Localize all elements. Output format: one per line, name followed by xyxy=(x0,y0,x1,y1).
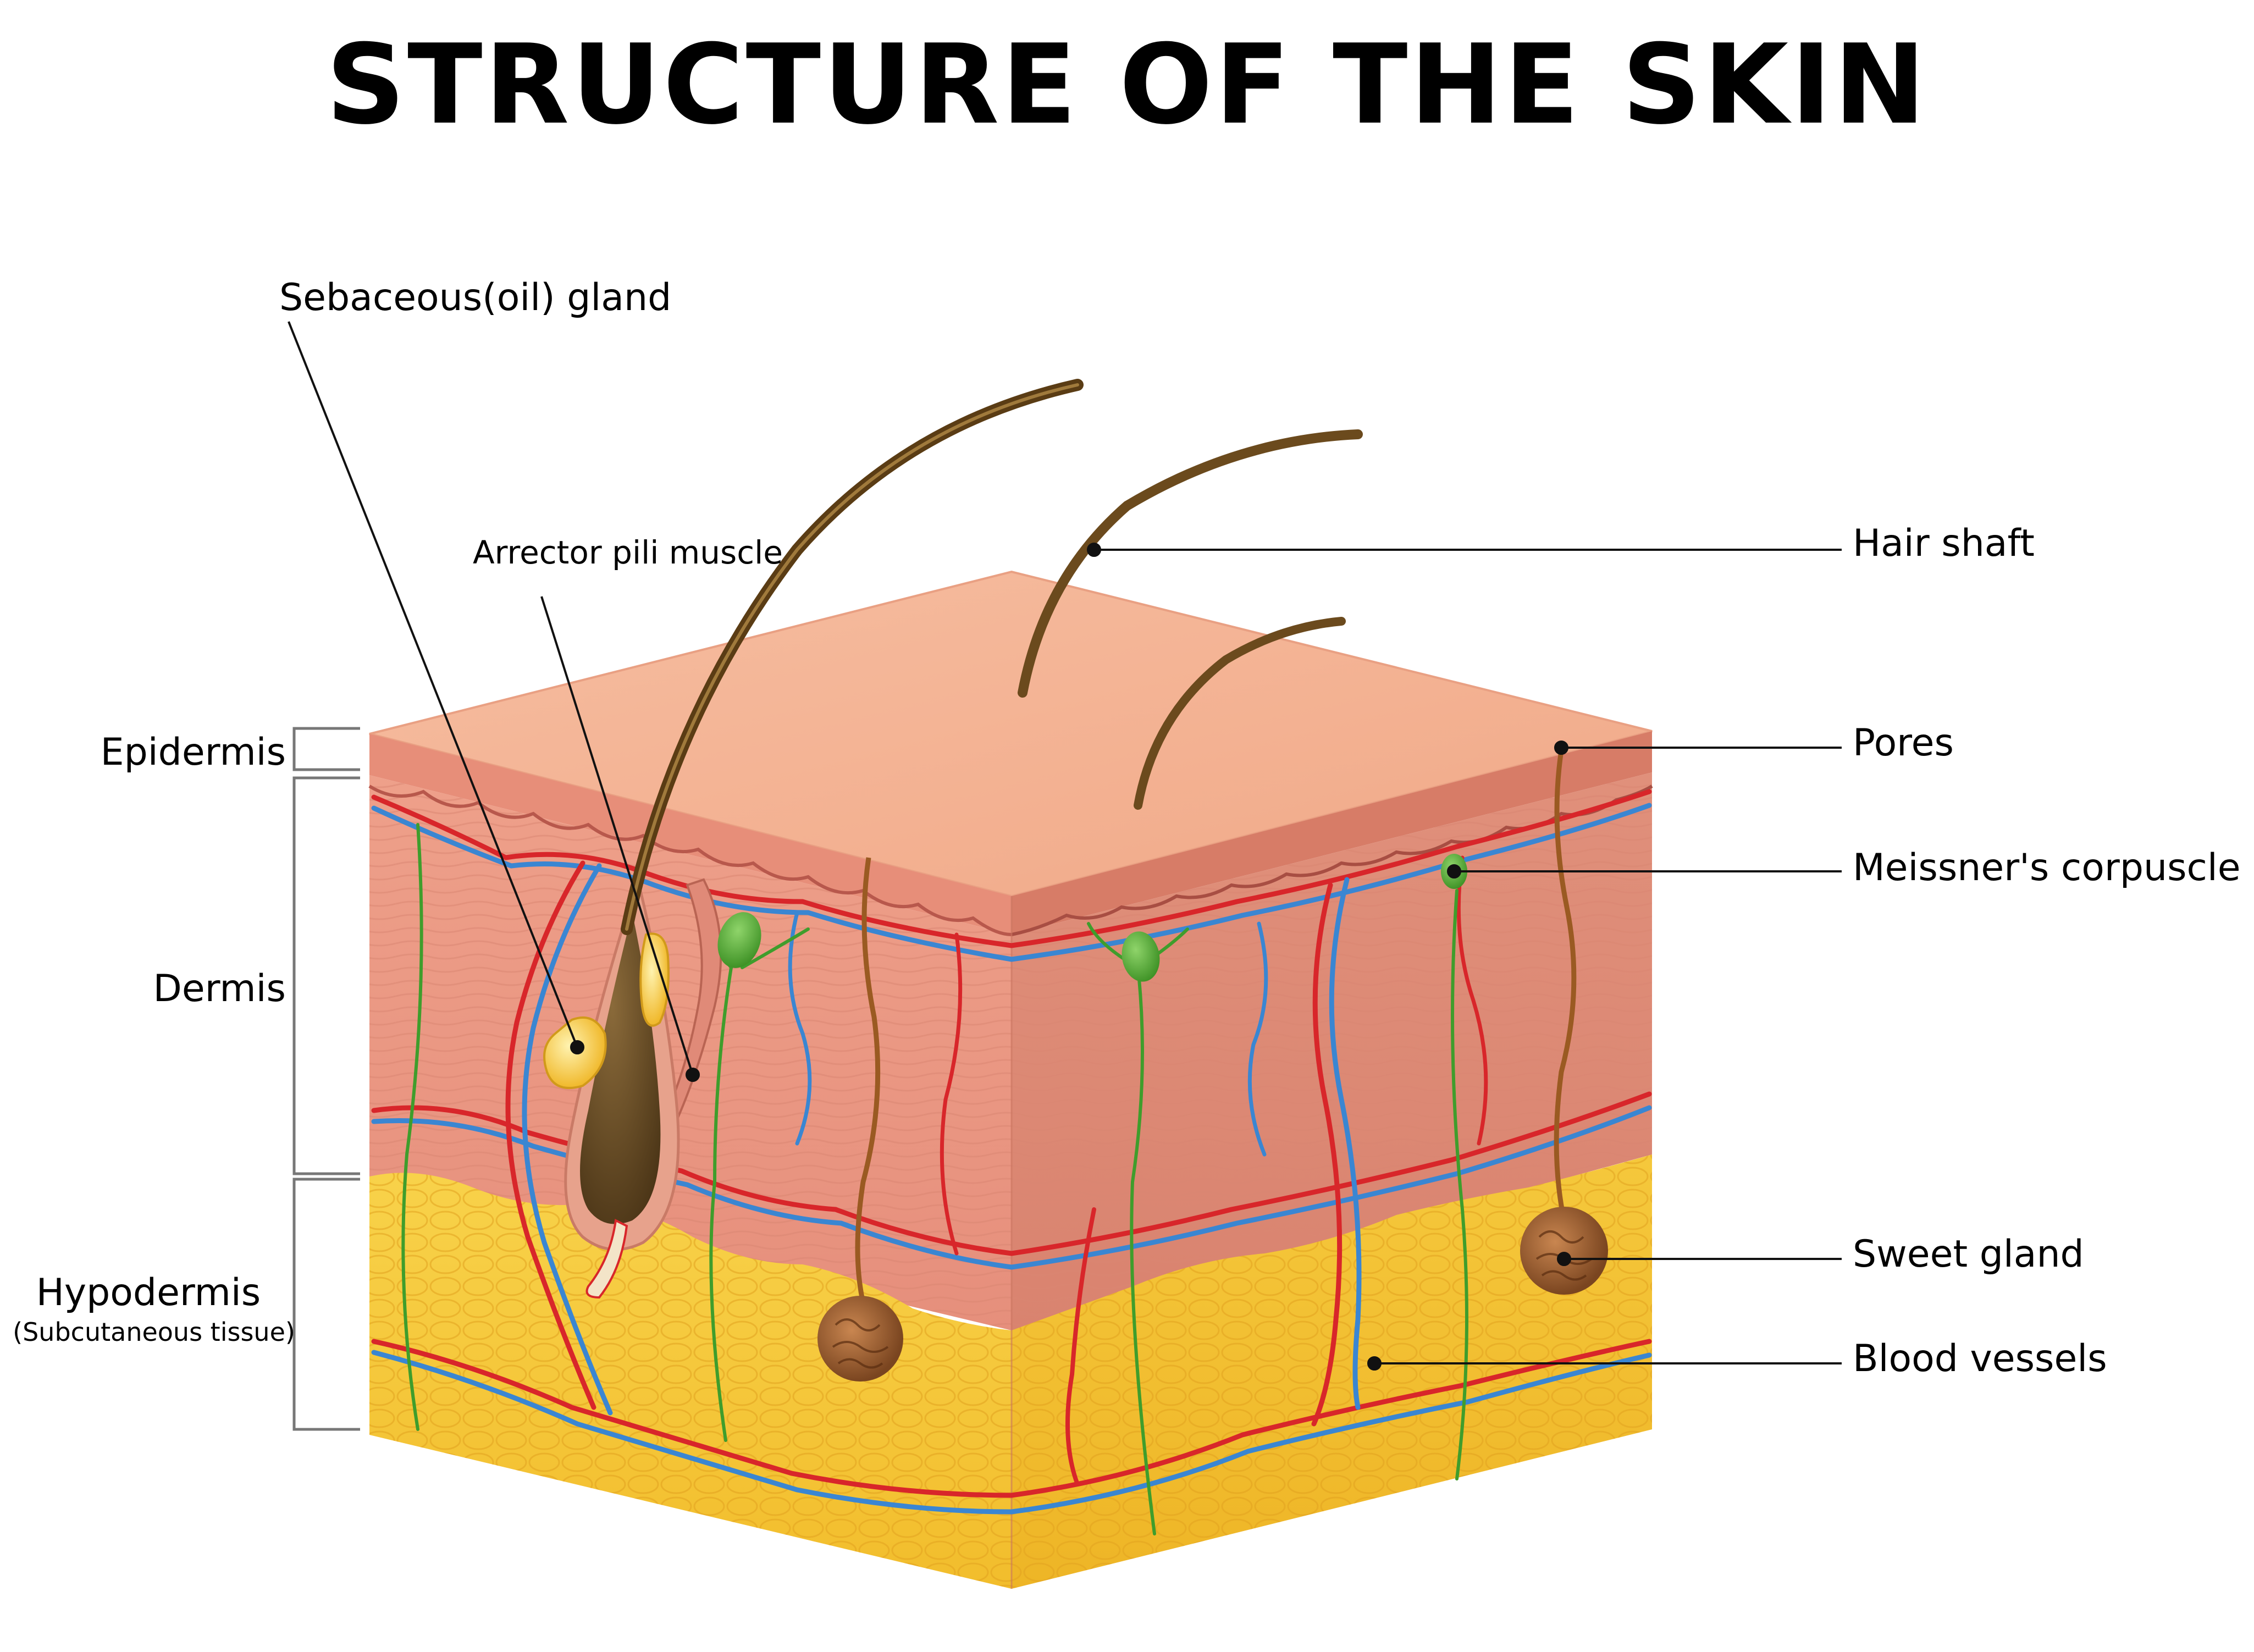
dermis-bracket xyxy=(292,776,360,1175)
nerves xyxy=(401,823,1468,1535)
label-hypodermis: Hypodermis xyxy=(36,1271,261,1314)
label-sweet-gland: Sweet gland xyxy=(1853,1233,2084,1276)
hypodermis-bracket xyxy=(292,1178,360,1431)
label-blood-vessels: Blood vessels xyxy=(1853,1337,2107,1380)
blood-vessels xyxy=(371,789,1652,1515)
layer-brackets xyxy=(292,727,360,1431)
epidermis-front-right xyxy=(1012,731,1652,935)
label-sebaceous-gland: Sebaceous(oil) gland xyxy=(279,276,672,319)
label-epidermis: Epidermis xyxy=(100,731,286,774)
page-title: STRUCTURE OF THE SKIN xyxy=(326,21,1928,149)
label-arrector-pili-muscle: Arrector pili muscle xyxy=(473,534,783,571)
label-dermis: Dermis xyxy=(153,967,286,1010)
epidermis-front-left xyxy=(369,734,1012,935)
epidermis-bracket xyxy=(292,727,360,771)
label-subcutaneous-tissue: (Subcutaneous tissue) xyxy=(13,1317,295,1347)
label-pores: Pores xyxy=(1853,721,1954,765)
hair-shaft xyxy=(1018,429,1363,698)
label-meissners-corpuscle: Meissner's corpuscle xyxy=(1853,846,2241,889)
meissner-corpuscle xyxy=(717,912,761,968)
leader-lines xyxy=(288,321,1842,1371)
label-hair-shaft: Hair shaft xyxy=(1853,522,2035,565)
sweat-gland xyxy=(817,1296,903,1382)
